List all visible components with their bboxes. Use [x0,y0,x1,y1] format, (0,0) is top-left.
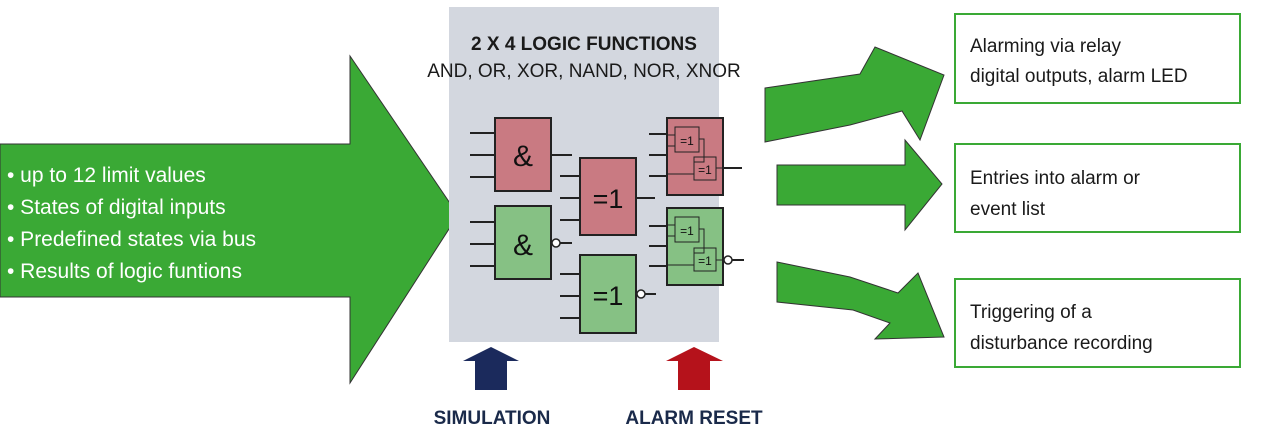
logic-panel-title: 2 X 4 LOGIC FUNCTIONS [471,34,697,55]
output-arrow-middle [776,138,943,232]
xor-gate-red: =1 [560,157,655,236]
xor-symbol: =1 [593,184,624,214]
logic-panel-subtitle: AND, OR, XOR, NAND, NOR, XNOR [427,61,741,82]
alarm-reset-arrow-icon [666,347,723,390]
output-box-entries [954,143,1241,233]
output-arrow-bottom [776,261,945,340]
and-gate-red: & [470,117,572,192]
mini-xor-symbol: =1 [698,254,712,268]
output-arrow-top [764,46,945,143]
output-box-alarming-line1: Alarming via relay [970,36,1121,57]
input-list: • up to 12 limit values • States of digi… [7,164,256,283]
composite-gate-red: =1 =1 [649,117,742,196]
output-box-triggering-line2: disturbance recording [970,333,1153,354]
mini-xor-symbol: =1 [680,134,694,148]
inverter-bubble [723,255,733,265]
input-item: • States of digital inputs [7,196,226,219]
input-item: • up to 12 limit values [7,164,206,187]
output-box-alarming [954,13,1241,104]
output-box-alarming-line2: digital outputs, alarm LED [970,66,1188,87]
xor-symbol: =1 [593,281,624,311]
composite-gate-green: =1 =1 [649,207,744,286]
simulation-arrow-icon [463,347,519,390]
output-box-entries-line2: event list [970,199,1046,220]
nand-gate-green: & [470,205,572,280]
simulation-label: SIMULATION [434,408,551,429]
output-box-triggering-line1: Triggering of a [970,302,1092,323]
output-box-entries-line1: Entries into alarm or [970,168,1141,189]
input-arrow [0,54,459,385]
mini-xor-symbol: =1 [698,163,712,177]
input-item: • Results of logic funtions [7,260,242,283]
xnor-gate-green: =1 [560,254,656,334]
alarm-reset-label: ALARM RESET [625,408,763,429]
and-symbol: & [513,140,533,173]
inverter-bubble [636,289,646,299]
and-symbol: & [513,229,533,262]
inverter-bubble [551,238,561,248]
output-box-triggering [954,278,1241,368]
input-item: • Predefined states via bus [7,228,256,251]
mini-xor-symbol: =1 [680,224,694,238]
